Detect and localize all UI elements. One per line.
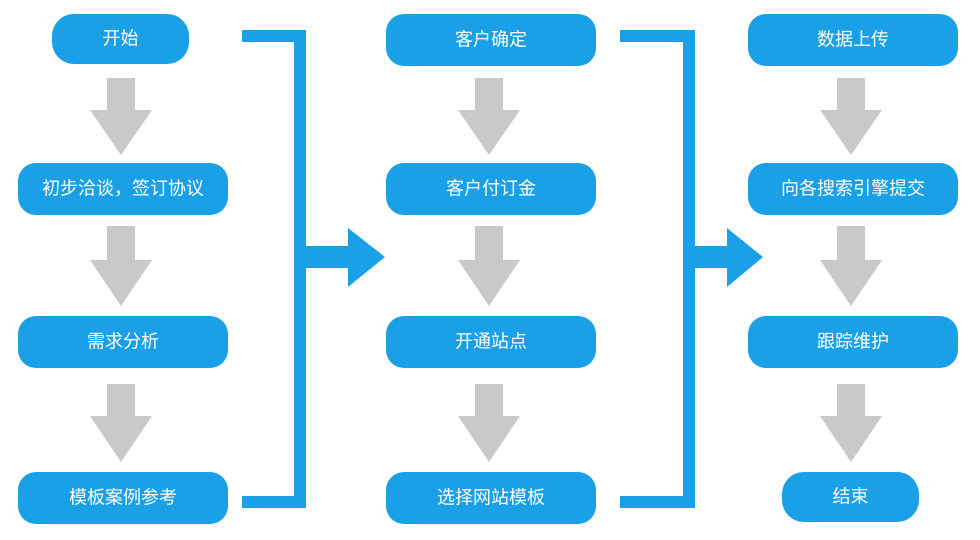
node-customer-confirm-label: 客户确定 bbox=[455, 30, 527, 51]
node-data-upload: 数据上传 bbox=[748, 14, 958, 66]
node-requirement-analysis: 需求分析 bbox=[18, 316, 228, 368]
down-arrow-icon bbox=[90, 384, 152, 462]
arrow-shaft bbox=[300, 246, 350, 268]
down-arrow-icon bbox=[820, 384, 882, 462]
node-initial-negotiation: 初步洽谈，签订协议 bbox=[18, 163, 228, 215]
node-requirement-analysis-label: 需求分析 bbox=[87, 332, 159, 353]
node-open-site: 开通站点 bbox=[386, 316, 596, 368]
bracket-connector bbox=[242, 30, 306, 508]
node-template-reference: 模板案例参考 bbox=[18, 472, 228, 524]
node-tracking-maintenance: 跟踪维护 bbox=[748, 316, 958, 368]
node-submit-search-engines: 向各搜索引擎提交 bbox=[748, 163, 958, 215]
node-start-label: 开始 bbox=[103, 29, 139, 50]
connector-1 bbox=[242, 30, 385, 508]
right-arrow-icon bbox=[727, 228, 763, 287]
down-arrow-icon bbox=[90, 78, 152, 155]
node-template-reference-label: 模板案例参考 bbox=[69, 488, 177, 509]
down-arrow-icon bbox=[820, 78, 882, 155]
node-data-upload-label: 数据上传 bbox=[817, 30, 889, 51]
node-choose-template: 选择网站模板 bbox=[386, 472, 596, 524]
right-arrow-icon bbox=[348, 228, 385, 287]
column-3: 数据上传 向各搜索引擎提交 跟踪维护 结束 bbox=[748, 14, 958, 522]
node-end: 结束 bbox=[782, 472, 919, 522]
node-open-site-label: 开通站点 bbox=[455, 332, 527, 353]
node-initial-negotiation-label: 初步洽谈，签订协议 bbox=[42, 179, 204, 200]
down-arrow-icon bbox=[458, 226, 520, 306]
column-2: 客户确定 客户付订金 开通站点 选择网站模板 bbox=[386, 14, 596, 524]
down-arrow-icon bbox=[90, 226, 152, 306]
node-start: 开始 bbox=[52, 14, 189, 64]
bracket-connector bbox=[620, 30, 695, 508]
node-customer-deposit-label: 客户付订金 bbox=[446, 179, 536, 200]
node-choose-template-label: 选择网站模板 bbox=[437, 488, 545, 509]
column-1: 开始 初步洽谈，签订协议 需求分析 模板案例参考 bbox=[18, 14, 228, 524]
down-arrow-icon bbox=[458, 384, 520, 462]
connector-2 bbox=[620, 30, 763, 508]
down-arrow-icon bbox=[820, 226, 882, 306]
arrow-shaft bbox=[689, 246, 729, 268]
down-arrow-icon bbox=[458, 78, 520, 155]
node-customer-deposit: 客户付订金 bbox=[386, 163, 596, 215]
node-customer-confirm: 客户确定 bbox=[386, 14, 596, 66]
node-submit-search-engines-label: 向各搜索引擎提交 bbox=[781, 179, 925, 200]
node-tracking-maintenance-label: 跟踪维护 bbox=[817, 332, 889, 353]
node-end-label: 结束 bbox=[833, 487, 869, 508]
